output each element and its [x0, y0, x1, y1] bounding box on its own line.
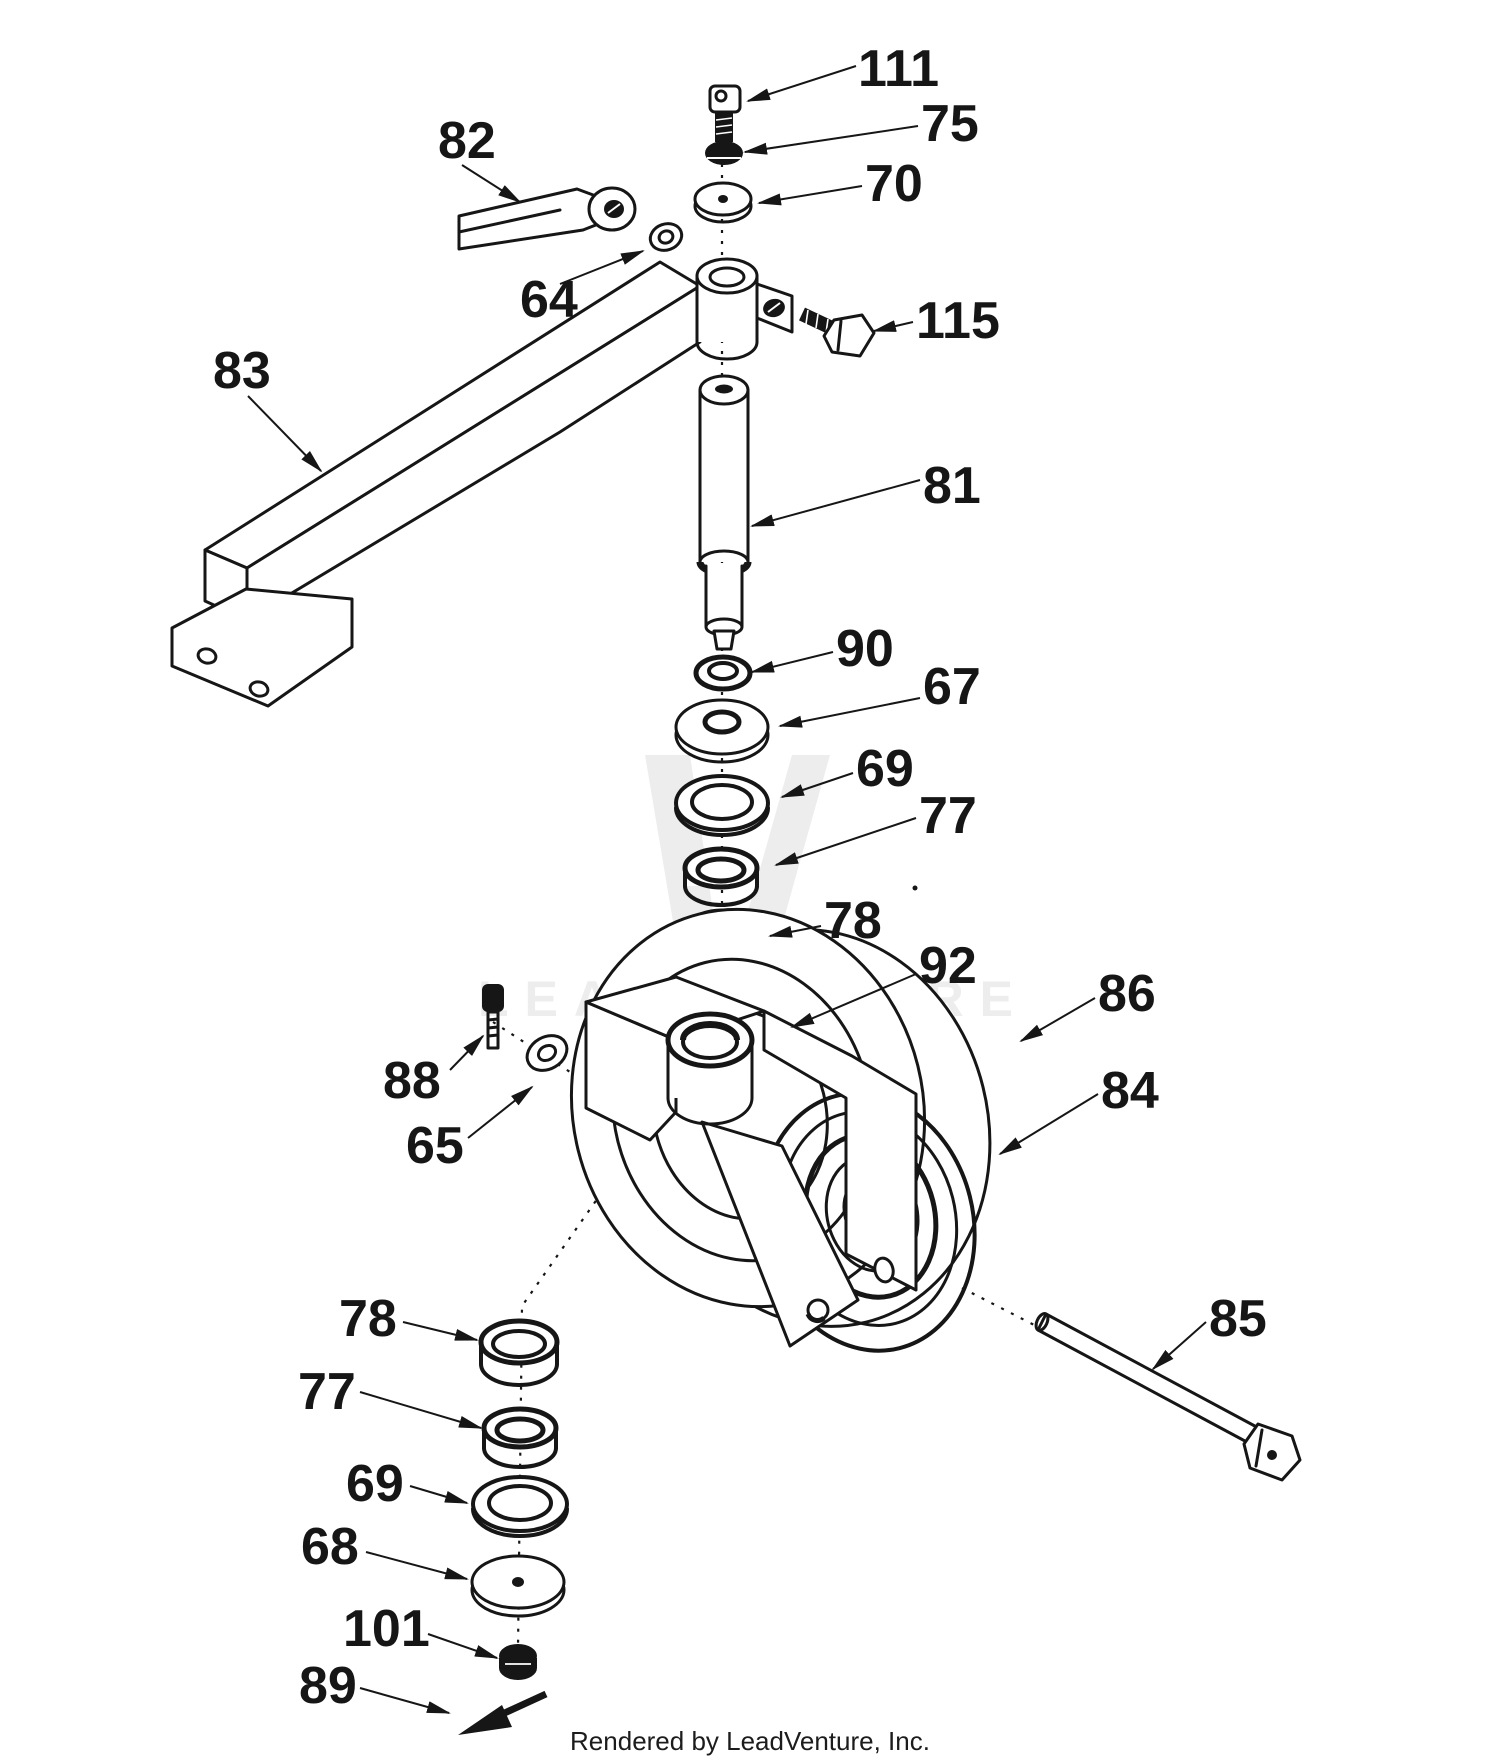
callout-85: 85: [1209, 1290, 1267, 1348]
callout-64: 64: [520, 271, 578, 329]
callout-115: 115: [916, 292, 1000, 350]
footer-rendered-by: Rendered by LeadVenture, Inc.: [570, 1726, 930, 1756]
part-nut-75: [705, 141, 743, 165]
callout-82: 82: [438, 112, 496, 170]
part-washer-64: [648, 222, 684, 252]
part-axle-85: [1034, 1312, 1302, 1482]
callout-83: 83: [213, 342, 271, 400]
callout-68: 68: [301, 1518, 359, 1576]
callout-78-lower: 78: [339, 1290, 397, 1348]
callout-92: 92: [919, 937, 977, 995]
callout-86: 86: [1098, 965, 1156, 1023]
part-washer-68: [470, 1554, 566, 1618]
part-spindle-81: [696, 374, 752, 651]
callout-111: 111: [858, 40, 939, 98]
callout-65: 65: [406, 1117, 464, 1175]
part-washer-69-lower: [471, 1475, 569, 1538]
callout-84: 84: [1101, 1062, 1159, 1120]
part-caster-arm-83: [170, 260, 702, 708]
callout-69-lower: 69: [346, 1455, 404, 1513]
callout-88: 88: [383, 1052, 441, 1110]
part-washer-70: [693, 181, 753, 224]
callout-77-upper: 77: [919, 787, 977, 845]
assembly-direction-arrow: [458, 1690, 548, 1735]
part-washer-65: [525, 1034, 569, 1072]
callout-75: 75: [921, 95, 979, 153]
part-bearing-78-lower: [478, 1318, 560, 1387]
part-pin-88: [482, 984, 504, 1050]
callout-77-lower: 77: [298, 1363, 356, 1421]
part-bolt-111: [708, 84, 742, 142]
part-caster-fork-92: [584, 975, 918, 1348]
part-washer-69-upper: [674, 774, 770, 837]
part-ring-90: [693, 654, 753, 692]
callout-70: 70: [865, 155, 923, 213]
part-bearing-77-upper: [682, 846, 760, 907]
callout-67: 67: [923, 658, 981, 716]
callout-labels: 111 75 70 82 64 115 83 81 90 67 69 77 78…: [213, 40, 1267, 1715]
part-nut-101: [499, 1644, 537, 1680]
callout-81: 81: [923, 457, 981, 515]
callout-90: 90: [836, 620, 894, 678]
callout-69-upper: 69: [856, 740, 914, 798]
part-pivot-tube: [695, 257, 794, 361]
callout-101: 101: [343, 1600, 430, 1658]
part-bolt-115: [799, 307, 876, 358]
part-washer-67: [674, 698, 770, 764]
callout-78-upper: 78: [824, 892, 882, 950]
dot-artifact: [912, 885, 918, 891]
callout-89: 89: [299, 1657, 357, 1715]
callout-leaders: [247, 65, 1207, 1714]
part-lever-82: [457, 186, 637, 251]
part-bearing-77-lower: [481, 1406, 559, 1469]
